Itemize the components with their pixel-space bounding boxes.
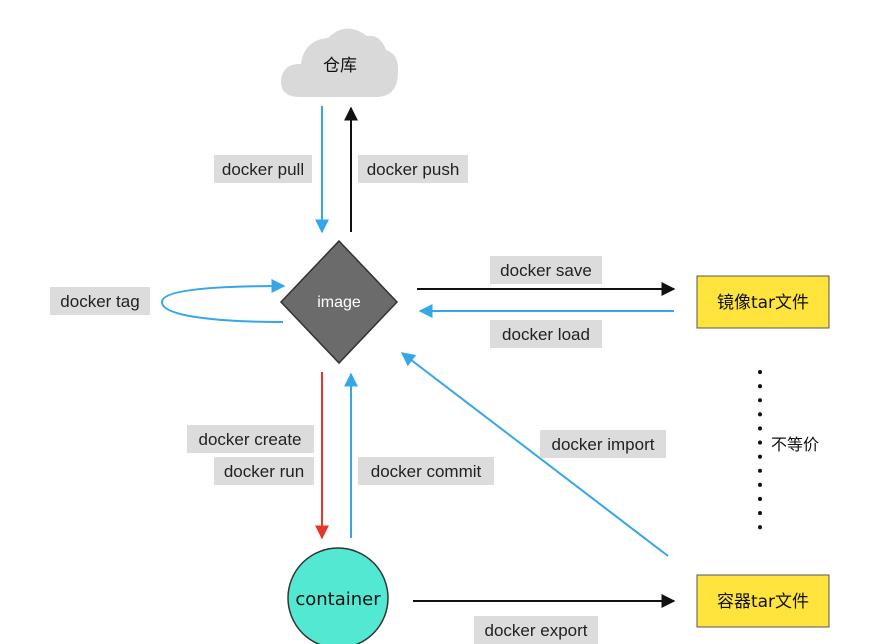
- svg-text:docker import: docker import: [552, 435, 655, 454]
- svg-text:docker save: docker save: [500, 261, 592, 280]
- load-label: docker load: [490, 320, 602, 348]
- create-label: docker create: [187, 425, 314, 453]
- image-tar-label: 镜像tar文件: [717, 293, 809, 313]
- svg-text:docker tag: docker tag: [60, 292, 139, 311]
- container-label: container: [295, 589, 381, 610]
- run-label: docker run: [214, 457, 314, 485]
- pull-label: docker pull: [214, 155, 312, 183]
- svg-text:docker export: docker export: [485, 621, 588, 640]
- svg-text:docker load: docker load: [502, 325, 590, 344]
- registry-cloud: 仓库: [280, 28, 399, 97]
- svg-text:docker push: docker push: [367, 160, 460, 179]
- save-label: docker save: [490, 256, 602, 284]
- svg-text:docker pull: docker pull: [222, 160, 304, 179]
- not-equivalent-note: 不等价: [771, 435, 819, 454]
- container-circle: [287, 547, 389, 644]
- cloud-shape: [280, 28, 399, 97]
- svg-text:docker commit: docker commit: [371, 462, 482, 481]
- tag-loop-arrow: [160, 279, 286, 323]
- image-label: image: [317, 294, 361, 311]
- commit-label: docker commit: [358, 457, 494, 485]
- image-node: image: [279, 239, 399, 365]
- container-tar-box: [696, 574, 830, 628]
- image-tar-box: [696, 275, 830, 329]
- container-tar-label: 容器tar文件: [717, 592, 809, 612]
- svg-text:docker create: docker create: [199, 430, 302, 449]
- registry-label: 仓库: [323, 56, 357, 76]
- import-arrow: [400, 352, 669, 557]
- container-tar-node: 容器tar文件: [696, 574, 830, 628]
- svg-text:docker run: docker run: [224, 462, 304, 481]
- tag-label: docker tag: [50, 287, 150, 315]
- image-tar-node: 镜像tar文件: [696, 275, 830, 329]
- push-label: docker push: [358, 155, 468, 183]
- export-label: docker export: [474, 616, 598, 644]
- import-label: docker import: [540, 430, 666, 458]
- container-node: container: [287, 547, 389, 644]
- image-diamond: [279, 239, 399, 365]
